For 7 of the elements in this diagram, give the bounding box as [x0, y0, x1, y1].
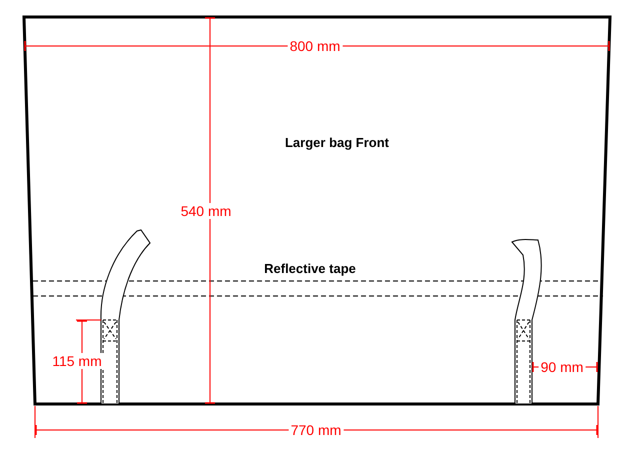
dimension-label: 90 mm	[538, 359, 586, 375]
tape-label: Reflective tape	[264, 261, 356, 277]
dimension-label: 540 mm	[178, 203, 234, 219]
heading: Larger bag Front	[285, 135, 389, 151]
dimension-label: 800 mm	[288, 38, 342, 54]
dimension-label: 115 mm	[50, 353, 104, 369]
dimension-label: 770 mm	[288, 422, 344, 438]
